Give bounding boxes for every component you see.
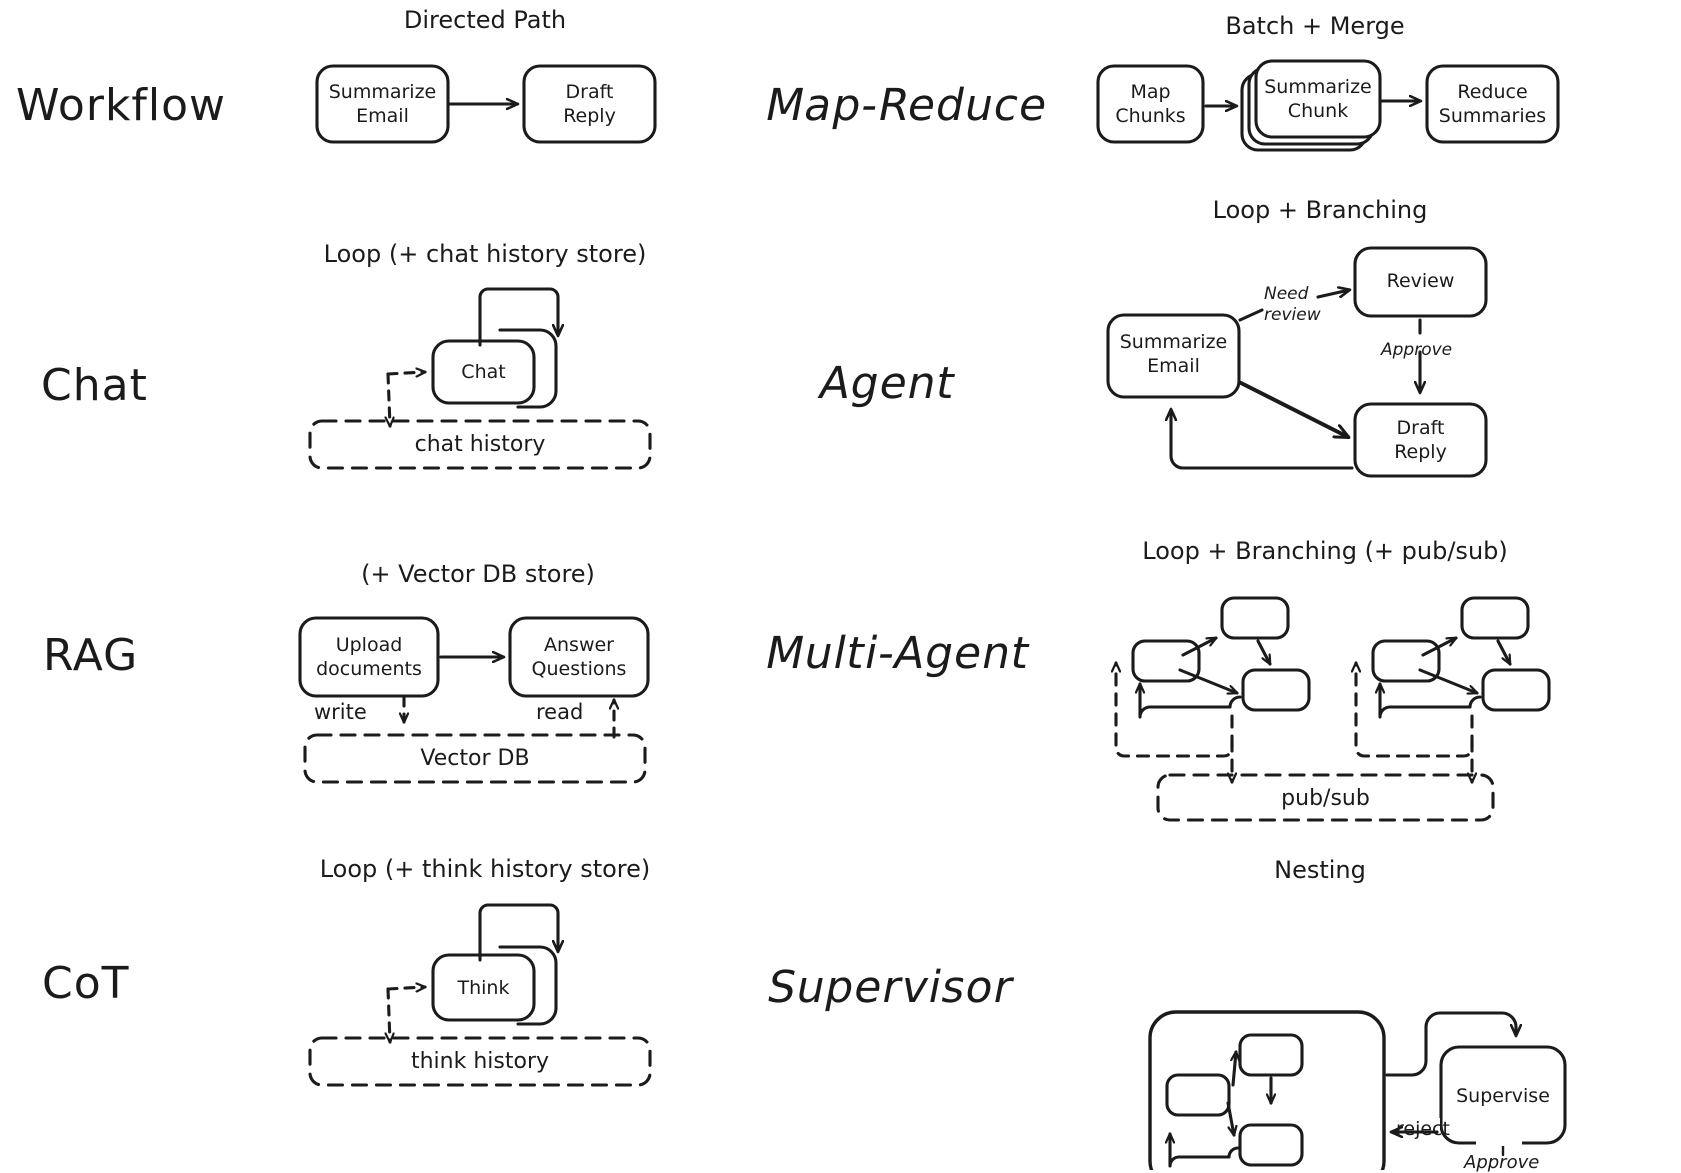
caption-loop-branching: Loop + Branching (1212, 196, 1428, 224)
caption-directed-path: Directed Path (403, 6, 567, 34)
agent-node-draft-reply[interactable] (1353, 402, 1488, 478)
supervisor-inner-node-right (1238, 1123, 1304, 1167)
multiagent-b-edge-1 (1421, 636, 1458, 657)
rag-store-vector-db[interactable] (303, 733, 647, 784)
row-label-chat: Chat (41, 360, 148, 411)
chat-store-chat-history[interactable] (308, 419, 652, 470)
cot-self-loop (478, 903, 558, 962)
supervisor-inner-edge-1 (1233, 1052, 1236, 1087)
store-label-chat-history: chat history (414, 432, 546, 457)
cot-store-think-history[interactable] (308, 1036, 652, 1087)
store-label-pubsub: pub/sub (1281, 786, 1370, 811)
row-label-rag: RAG (43, 630, 139, 681)
workflow-node-draft-reply[interactable] (522, 64, 657, 144)
multiagent-a-edge-dashed-in (1116, 663, 1234, 758)
edge-label-write: write (314, 700, 367, 724)
store-label-think-history: think history (410, 1049, 550, 1074)
multiagent-a-edge-2 (1256, 639, 1272, 666)
agent-edge-need-review-tail (1238, 308, 1264, 322)
supervisor-inner-node-top (1238, 1033, 1304, 1077)
row-label-workflow: Workflow (16, 80, 227, 131)
multiagent-b-edge-2 (1496, 639, 1512, 666)
mapreduce-node-map-chunks[interactable] (1096, 64, 1205, 144)
supervisor-inner-edge-loop (1170, 1134, 1240, 1168)
agent-edge-summarize-to-draft (1239, 381, 1348, 439)
multiagent-b-node-left (1371, 639, 1441, 683)
supervisor-edge-group-to-supervise (1385, 1011, 1516, 1077)
cot-store-write-edge (388, 987, 390, 1042)
mapreduce-node-summarize-chunk-stack[interactable] (1240, 59, 1382, 152)
row-label-agent: Agent (815, 358, 961, 409)
row-label-supervisor: Supervisor (763, 962, 1019, 1013)
caption-batch-merge: Batch + Merge (1225, 12, 1405, 40)
supervisor-inner-node-left (1165, 1073, 1231, 1117)
rag-node-answer-questions[interactable] (508, 616, 650, 698)
multiagent-a-node-top (1220, 596, 1290, 640)
multiagent-a-edge-loop (1140, 684, 1242, 719)
edge-label-supervisor-approve: Approve (1464, 1152, 1540, 1173)
cot-store-read-edge (386, 987, 425, 989)
row-label-map-reduce: Map-Reduce (761, 80, 1053, 131)
cot-node-think-stack[interactable] (431, 945, 558, 1026)
chat-store-read-edge (386, 372, 425, 374)
row-label-multi-agent: Multi-Agent (761, 628, 1035, 679)
multiagent-a-edge-3 (1178, 668, 1237, 693)
supervisor-nested-group[interactable] (1148, 1010, 1386, 1170)
multiagent-a-node-right (1241, 668, 1311, 712)
chat-store-write-edge (388, 372, 390, 426)
multiagent-b-edge-loop (1380, 684, 1482, 719)
workflow-node-summarize-email[interactable] (315, 64, 450, 144)
chat-self-loop (478, 287, 558, 347)
caption-nesting: Nesting (1274, 856, 1366, 884)
multiagent-a-edge-1 (1181, 636, 1218, 657)
multiagent-b-node-top (1460, 596, 1530, 640)
rag-node-upload-documents[interactable] (298, 616, 440, 698)
agent-edge-draft-to-summarize-loop (1171, 410, 1354, 470)
agent-edge-need-review-head (1316, 290, 1349, 299)
caption-loop-think-history: Loop (+ think history store) (319, 855, 651, 883)
multiagent-store-pubsub[interactable] (1156, 773, 1495, 822)
supervisor-inner-edge-3 (1226, 1101, 1234, 1135)
caption-loop-chat-history: Loop (+ chat history store) (323, 240, 647, 268)
caption-loop-branching-pubsub: Loop + Branching (+ pub/sub) (1142, 537, 1508, 565)
mapreduce-node-reduce-summaries[interactable] (1425, 64, 1560, 144)
edge-label-approve: Approve (1381, 340, 1453, 360)
multiagent-b-node-right (1481, 668, 1551, 712)
chat-node-chat-stack[interactable] (431, 328, 558, 409)
multiagent-cluster-a[interactable] (1131, 596, 1311, 712)
multiagent-a-node-left (1131, 639, 1201, 683)
agent-node-review[interactable] (1353, 246, 1488, 318)
multiagent-b-edge-3 (1418, 668, 1477, 693)
agent-node-summarize-email[interactable] (1106, 313, 1241, 399)
multiagent-cluster-b[interactable] (1371, 596, 1551, 712)
edge-label-read: read (536, 700, 584, 724)
edge-label-need-review: Need review (1264, 284, 1321, 325)
edge-label-reject: reject (1396, 1118, 1450, 1140)
multiagent-b-edge-dashed-in (1356, 663, 1474, 758)
reject-label-mask-right (1476, 1118, 1522, 1146)
caption-vector-db-store: (+ Vector DB store) (361, 560, 595, 588)
row-label-cot: CoT (42, 958, 130, 1009)
store-label-vector-db: Vector DB (420, 746, 530, 771)
